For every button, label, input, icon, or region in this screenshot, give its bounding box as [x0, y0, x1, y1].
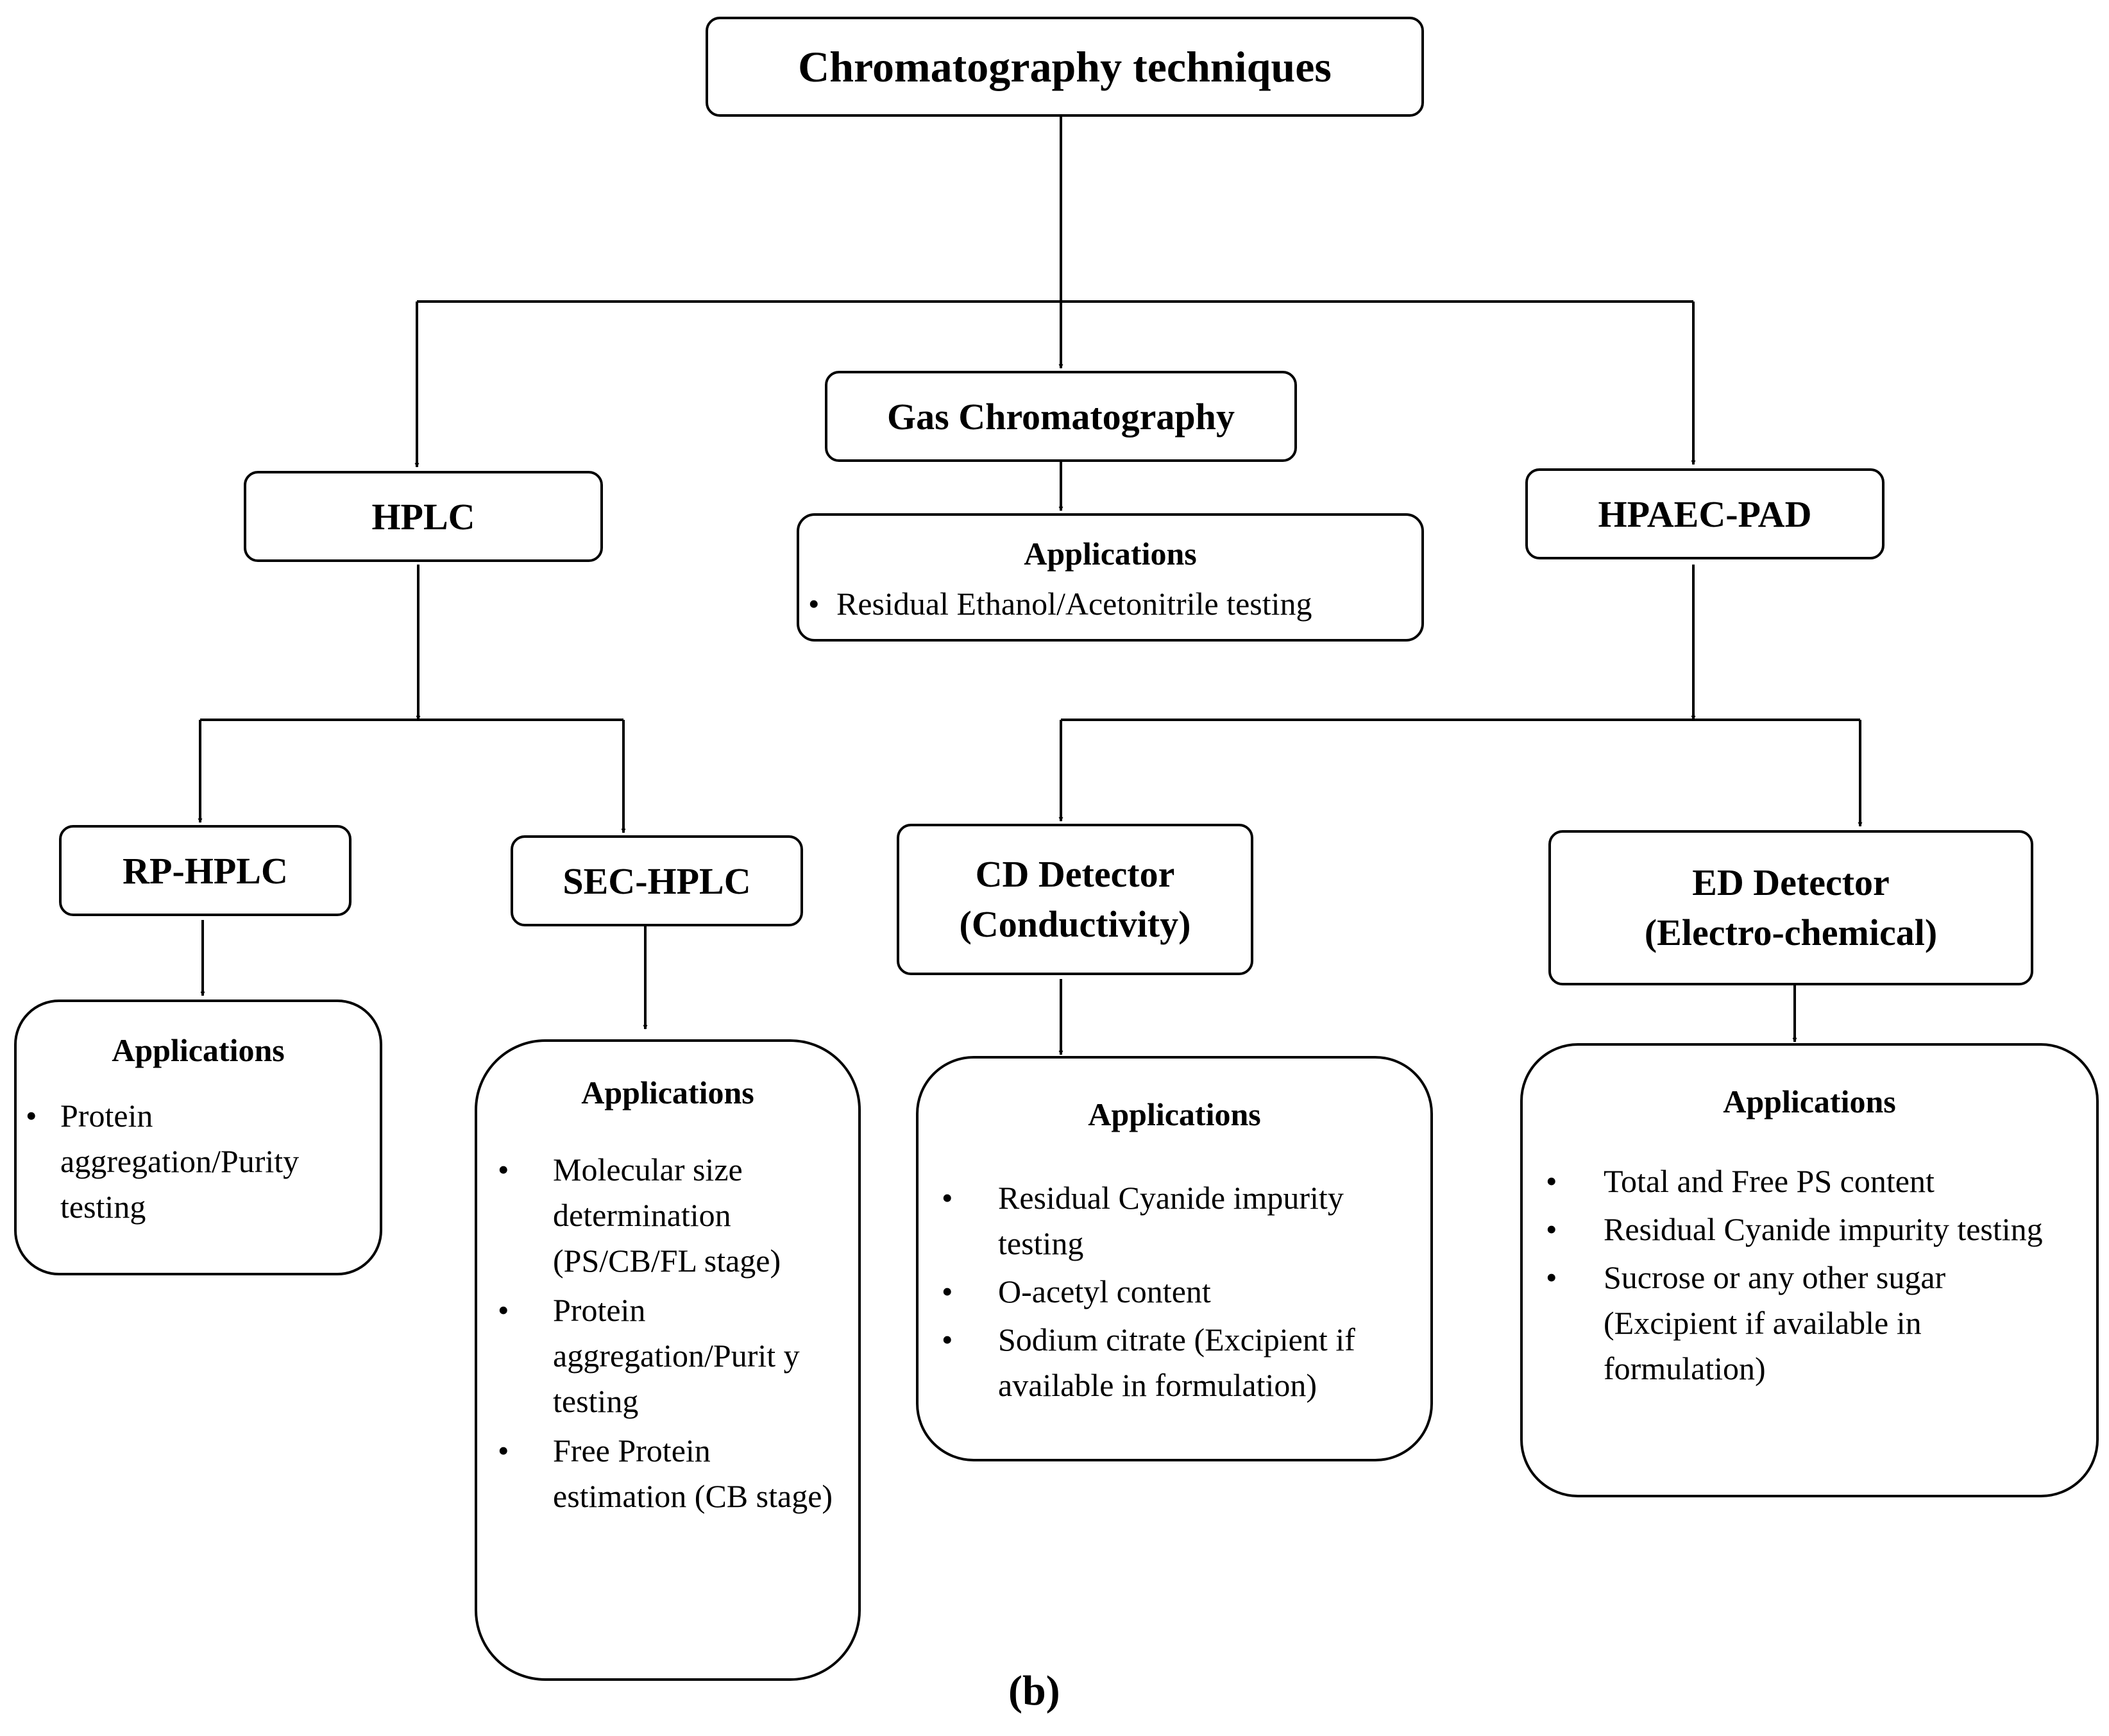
rp-hplc-title: RP-HPLC — [123, 849, 288, 892]
ed-detector-title: ED Detector — [1692, 861, 1890, 903]
sec-application-item: Protein aggregation/Purit y testing — [477, 1288, 839, 1424]
root-title: Chromatography techniques — [798, 42, 1332, 91]
ed-application-item: Total and Free PS content — [1523, 1159, 2071, 1204]
hpaec-pad-node: HPAEC-PAD — [1525, 468, 1885, 559]
sec-hplc-node: SEC-HPLC — [511, 835, 803, 926]
gc-application-item: Residual Ethanol/Acetonitrile testing — [799, 581, 1421, 627]
gc-applications-box: Applications Residual Ethanol/Acetonitri… — [797, 513, 1424, 642]
cd-application-item: Sodium citrate (Excipient if available i… — [919, 1317, 1411, 1408]
cd-detector-title: CD Detector — [975, 853, 1175, 895]
hplc-node: HPLC — [244, 471, 603, 562]
sec-applications-title: Applications — [581, 1075, 754, 1111]
sec-application-item: Free Protein estimation (CB stage) — [477, 1428, 839, 1519]
cd-application-item: Residual Cyanide impurity testing — [919, 1175, 1411, 1266]
cd-applications-box: Applications Residual Cyanide impurity t… — [916, 1056, 1433, 1461]
ed-applications-title: Applications — [1723, 1084, 1896, 1119]
ed-application-item: Sucrose or any other sugar (Excipient if… — [1523, 1255, 2071, 1391]
figure-caption: (b) — [1008, 1667, 1060, 1714]
hpaec-pad-title: HPAEC-PAD — [1598, 493, 1812, 535]
rp-applications-box: Applications Protein aggregation/Purity … — [14, 1000, 382, 1275]
gas-chromatography-node: Gas Chromatography — [825, 371, 1297, 462]
sec-applications-box: Applications Molecular size determinatio… — [475, 1039, 861, 1681]
ed-detector-node: ED Detector (Electro-chemical) — [1548, 830, 2033, 985]
ed-detector-subtitle: (Electro-chemical) — [1644, 912, 1938, 953]
gc-applications-title: Applications — [1024, 536, 1197, 572]
ed-application-item: Residual Cyanide impurity testing — [1523, 1207, 2071, 1252]
hplc-title: HPLC — [371, 495, 475, 538]
rp-application-item: Protein aggregation/Purity testing — [17, 1093, 367, 1230]
sec-hplc-title: SEC-HPLC — [563, 860, 751, 902]
gas-chromatography-title: Gas Chromatography — [887, 395, 1235, 438]
cd-detector-node: CD Detector (Conductivity) — [897, 824, 1253, 975]
cd-detector-subtitle: (Conductivity) — [959, 903, 1191, 945]
root-node: Chromatography techniques — [706, 17, 1424, 117]
ed-applications-box: Applications Total and Free PS content R… — [1520, 1043, 2099, 1497]
rp-hplc-node: RP-HPLC — [59, 825, 352, 916]
sec-application-item: Molecular size determination (PS/CB/FL s… — [477, 1147, 839, 1284]
cd-application-item: O-acetyl content — [919, 1269, 1411, 1315]
rp-applications-title: Applications — [112, 1032, 285, 1068]
cd-applications-title: Applications — [1088, 1096, 1261, 1132]
